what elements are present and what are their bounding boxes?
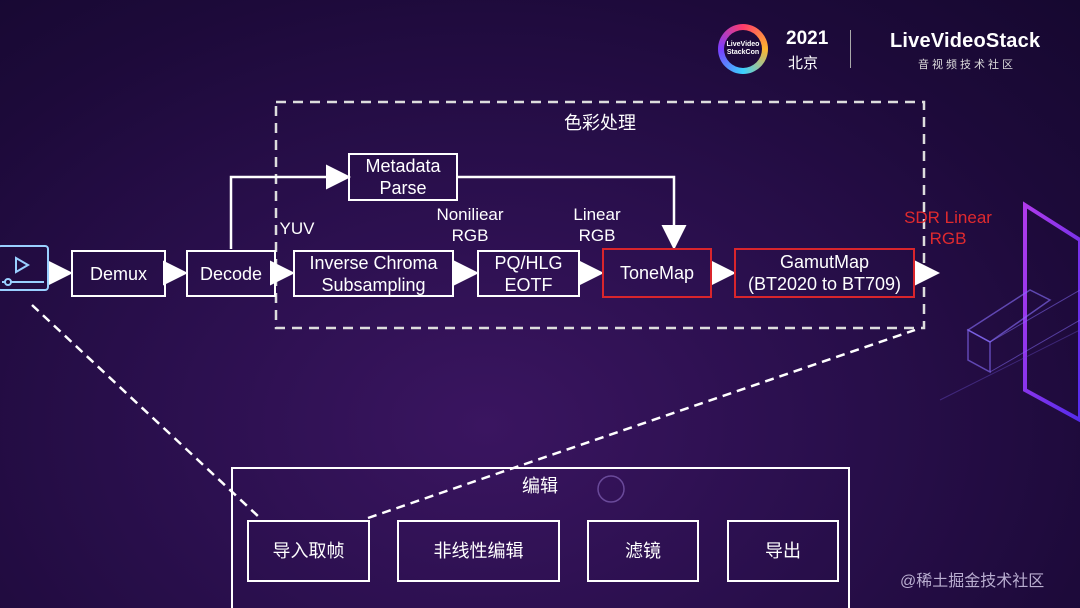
gamutmap-box: GamutMap (BT2020 to BT709)	[734, 248, 915, 298]
header-logos: LiveVideo StackCon 2021 北京 LiveVideoStac…	[718, 24, 1058, 74]
color-process-title: 色彩处理	[564, 113, 636, 133]
divider	[850, 30, 851, 68]
sdr-linear-rgb-label: SDR Linear RGB	[904, 208, 992, 248]
watermark-text: @稀土掘金技术社区	[900, 573, 1045, 590]
tonemap-box: ToneMap	[602, 248, 712, 298]
conference-badge-icon: LiveVideo StackCon	[718, 24, 768, 74]
city-label: 北京	[788, 55, 819, 72]
video-player-icon	[0, 244, 52, 292]
nonlinear-edit-box: 非线性编辑	[397, 520, 560, 582]
decode-box: Decode	[186, 250, 276, 297]
yuv-label: YUV	[279, 219, 315, 238]
filter-box: 滤镜	[587, 520, 699, 582]
brand-subtitle: 音视频技术社区	[918, 59, 1016, 71]
edit-title: 编辑	[522, 476, 558, 496]
inverse-chroma-box: Inverse Chroma Subsampling	[293, 250, 454, 297]
export-box: 导出	[727, 520, 839, 582]
import-frames-box: 导入取帧	[247, 520, 370, 582]
pq-hlg-eotf-box: PQ/HLG EOTF	[477, 250, 580, 297]
nonlinear-rgb-label: Noniliear RGB	[436, 205, 504, 245]
metadata-parse-box: Metadata Parse	[348, 153, 458, 201]
badge-text: LiveVideo StackCon	[724, 30, 762, 68]
year-label: 2021	[786, 28, 829, 49]
linear-rgb-label: Linear RGB	[573, 205, 621, 245]
demux-box: Demux	[71, 250, 166, 297]
brand-logo: LiveVideoStack	[890, 30, 1041, 52]
